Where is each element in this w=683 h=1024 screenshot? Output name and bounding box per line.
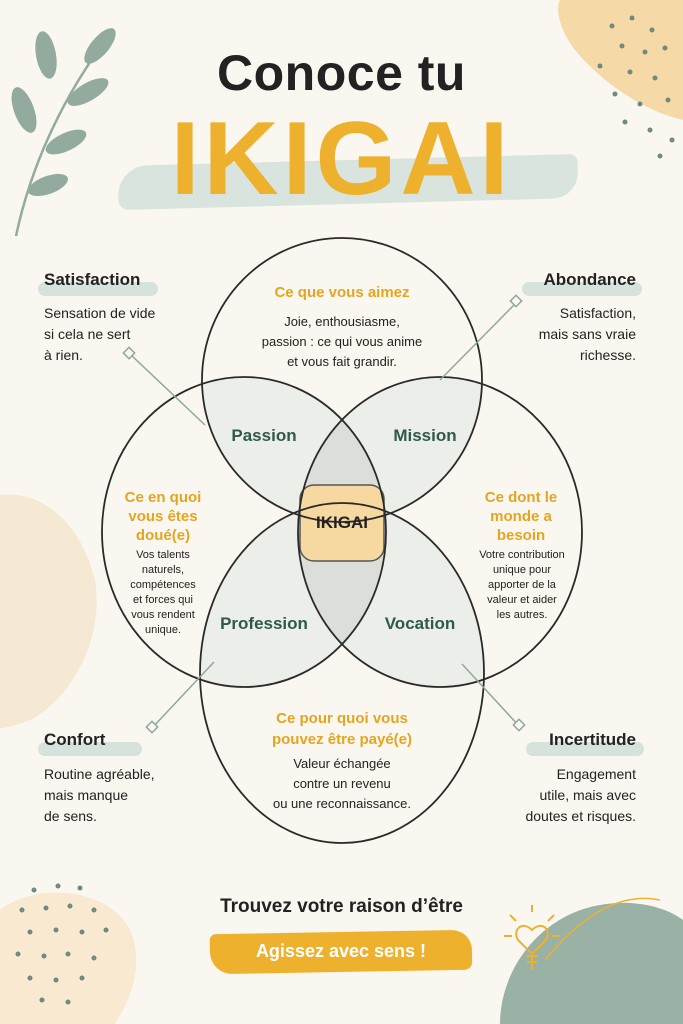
corner-brush-abondance [522, 282, 642, 296]
corner-brush-confort [38, 742, 142, 756]
circle-paid-for-title: Ce pour quoi vous pouvez être payé(e) [271, 710, 413, 748]
corner-text-incertitude: Engagement utile, mais avec doutes et ri… [525, 766, 636, 824]
circle-paid-for [199, 502, 485, 844]
circle-good-at-desc: Vos talents naturels, compétences et for… [130, 549, 196, 636]
connector-confort [151, 661, 215, 729]
blob-bottom-right [500, 902, 683, 1024]
corner-heading-satisfaction: Satisfaction [44, 270, 141, 289]
overlap-mission: Mission [393, 426, 457, 445]
leaf-branch-icon [11, 28, 116, 237]
circle-love-desc: Joie, enthousiasme, passion : ce qui vou… [261, 314, 423, 369]
corner-brush-satisfaction [38, 282, 158, 296]
corner-text-confort: Routine agréable, mais manque de sens. [44, 766, 155, 824]
corner-text-satisfaction: Sensation de vide si cela ne sert à rien… [44, 305, 156, 363]
heart-lightbulb-icon [504, 897, 661, 970]
blob-bottom-left [0, 892, 137, 1024]
connector-abondance [439, 302, 517, 381]
ikigai-center-label: IKIGAI [316, 513, 368, 532]
connector-satisfaction [129, 353, 206, 426]
dots-top-right [597, 15, 675, 159]
circle-love-title: Ce que vous aimez [274, 284, 410, 301]
overlap-vocation: Vocation [384, 614, 456, 633]
title-line1: Conoce tu [217, 45, 466, 101]
circle-love [201, 237, 483, 523]
corner-text-abondance: Satisfaction, mais sans vraie richesse. [538, 305, 636, 363]
corner-heading-abondance: Abondance [543, 270, 636, 289]
overlap-profession: Profession [220, 614, 308, 633]
footer-tagline: Trouvez votre raison d’être [220, 896, 463, 917]
circle-good-at [101, 376, 387, 688]
overlap-passion: Passion [231, 426, 297, 445]
connector-incertitude [461, 663, 520, 727]
corner-heading-confort: Confort [44, 730, 106, 749]
circle-world-needs [297, 376, 583, 688]
dots-bottom-left [15, 883, 109, 1005]
corner-heading-incertitude: Incertitude [549, 730, 636, 749]
cta-button[interactable]: Agissez avec sens ! [255, 941, 427, 961]
circle-paid-for-desc: Valeur échangée contre un revenu ou une … [272, 756, 412, 811]
circle-world-needs-desc: Votre contribution unique pour apporter … [479, 549, 565, 621]
corner-brush-incertitude [526, 742, 644, 756]
circle-good-at-title: Ce en quoi vous êtes doué(e) [124, 489, 202, 544]
blob-left [0, 494, 97, 728]
title-line2: IKIGAI [170, 101, 513, 217]
circle-world-needs-title: Ce dont le monde a besoin [484, 489, 558, 544]
